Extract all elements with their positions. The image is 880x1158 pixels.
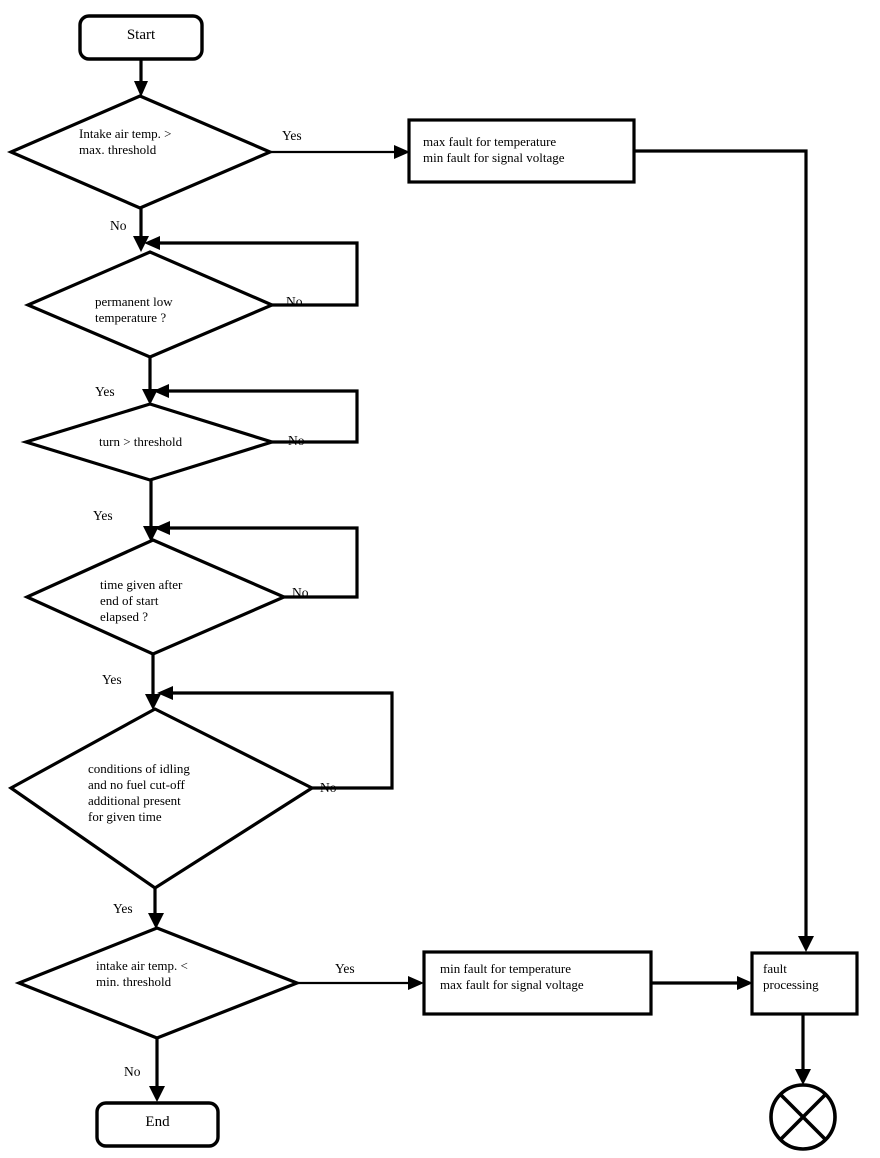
edge-label-turn-threshold-yes: Yes [93,508,113,523]
edge-label-permanent-low-no: No [286,294,303,309]
node-decision-permanent-low-label: permanent low temperature ? [95,294,173,325]
arrowhead-min-threshold-yes [408,976,424,990]
node-process-fault-processing-label: fault processing [763,961,819,992]
node-decision-time-elapsed-label: time given after end of start elapsed ? [100,577,183,624]
node-decision-min-threshold-label: intake air temp. < min. threshold [96,958,188,989]
edge-time-elapsed-no-loop [166,526,359,599]
edge-label-min-threshold-no: No [124,1064,141,1079]
edge-max-fault-to-fault-processing [634,149,808,940]
node-start-label: Start [126,27,156,43]
edge-label-time-elapsed-yes: Yes [102,672,122,687]
arrowhead-time-elapsed-yes [145,694,161,710]
arrowhead-permanent-low-no-loop [144,236,160,250]
node-process-fault-processing-shape[interactable] [750,951,859,1016]
edge-label-permanent-low-yes: Yes [95,384,115,399]
node-process-max-fault-label: max fault for temperature min fault for … [423,134,565,165]
node-decision-idling-label: conditions of idling and no fuel cut-off… [88,761,190,824]
terminator-cross-line-2 [779,1093,827,1141]
arrowhead-turn-threshold-no-loop [153,384,169,398]
arrowhead-max-fault-to-fault-processing [798,936,814,952]
arrowhead-permanent-low-yes [142,389,158,405]
node-decision-max-threshold-label: Intake air temp. > max. threshold [79,126,172,157]
node-end-label: End [145,1114,170,1130]
arrowhead-fault-processing-to-terminator [795,1069,811,1085]
edge-label-idling-no: No [320,780,337,795]
edge-label-max-threshold-yes: Yes [282,128,302,143]
edge-label-idling-yes: Yes [113,901,133,916]
edge-label-turn-threshold-no: No [288,433,305,448]
arrowhead-turn-threshold-yes [143,526,159,542]
edge-permanent-low-no-loop [156,241,359,307]
arrowhead-max-threshold-yes [394,145,410,159]
edge-label-min-threshold-yes: Yes [335,961,355,976]
arrowhead-max-threshold-no [133,236,149,252]
edge-turn-threshold-no-loop [165,389,359,444]
arrowhead-start-to-max-threshold [134,81,148,97]
edge-label-time-elapsed-no: No [292,585,309,600]
arrowhead-min-fault-to-fault-processing [737,976,753,990]
arrowhead-time-elapsed-no-loop [154,521,170,535]
edge-label-max-threshold-no: No [110,218,127,233]
arrowhead-min-threshold-no [149,1086,165,1102]
arrowhead-idling-no-loop [157,686,173,700]
arrowhead-idling-yes [148,913,164,929]
node-end-shape[interactable] [95,1101,220,1148]
node-process-min-fault-label: min fault for temperature max fault for … [440,961,584,992]
edge-idling-no-loop [170,691,394,790]
node-decision-turn-threshold-label: turn > threshold [99,434,183,449]
